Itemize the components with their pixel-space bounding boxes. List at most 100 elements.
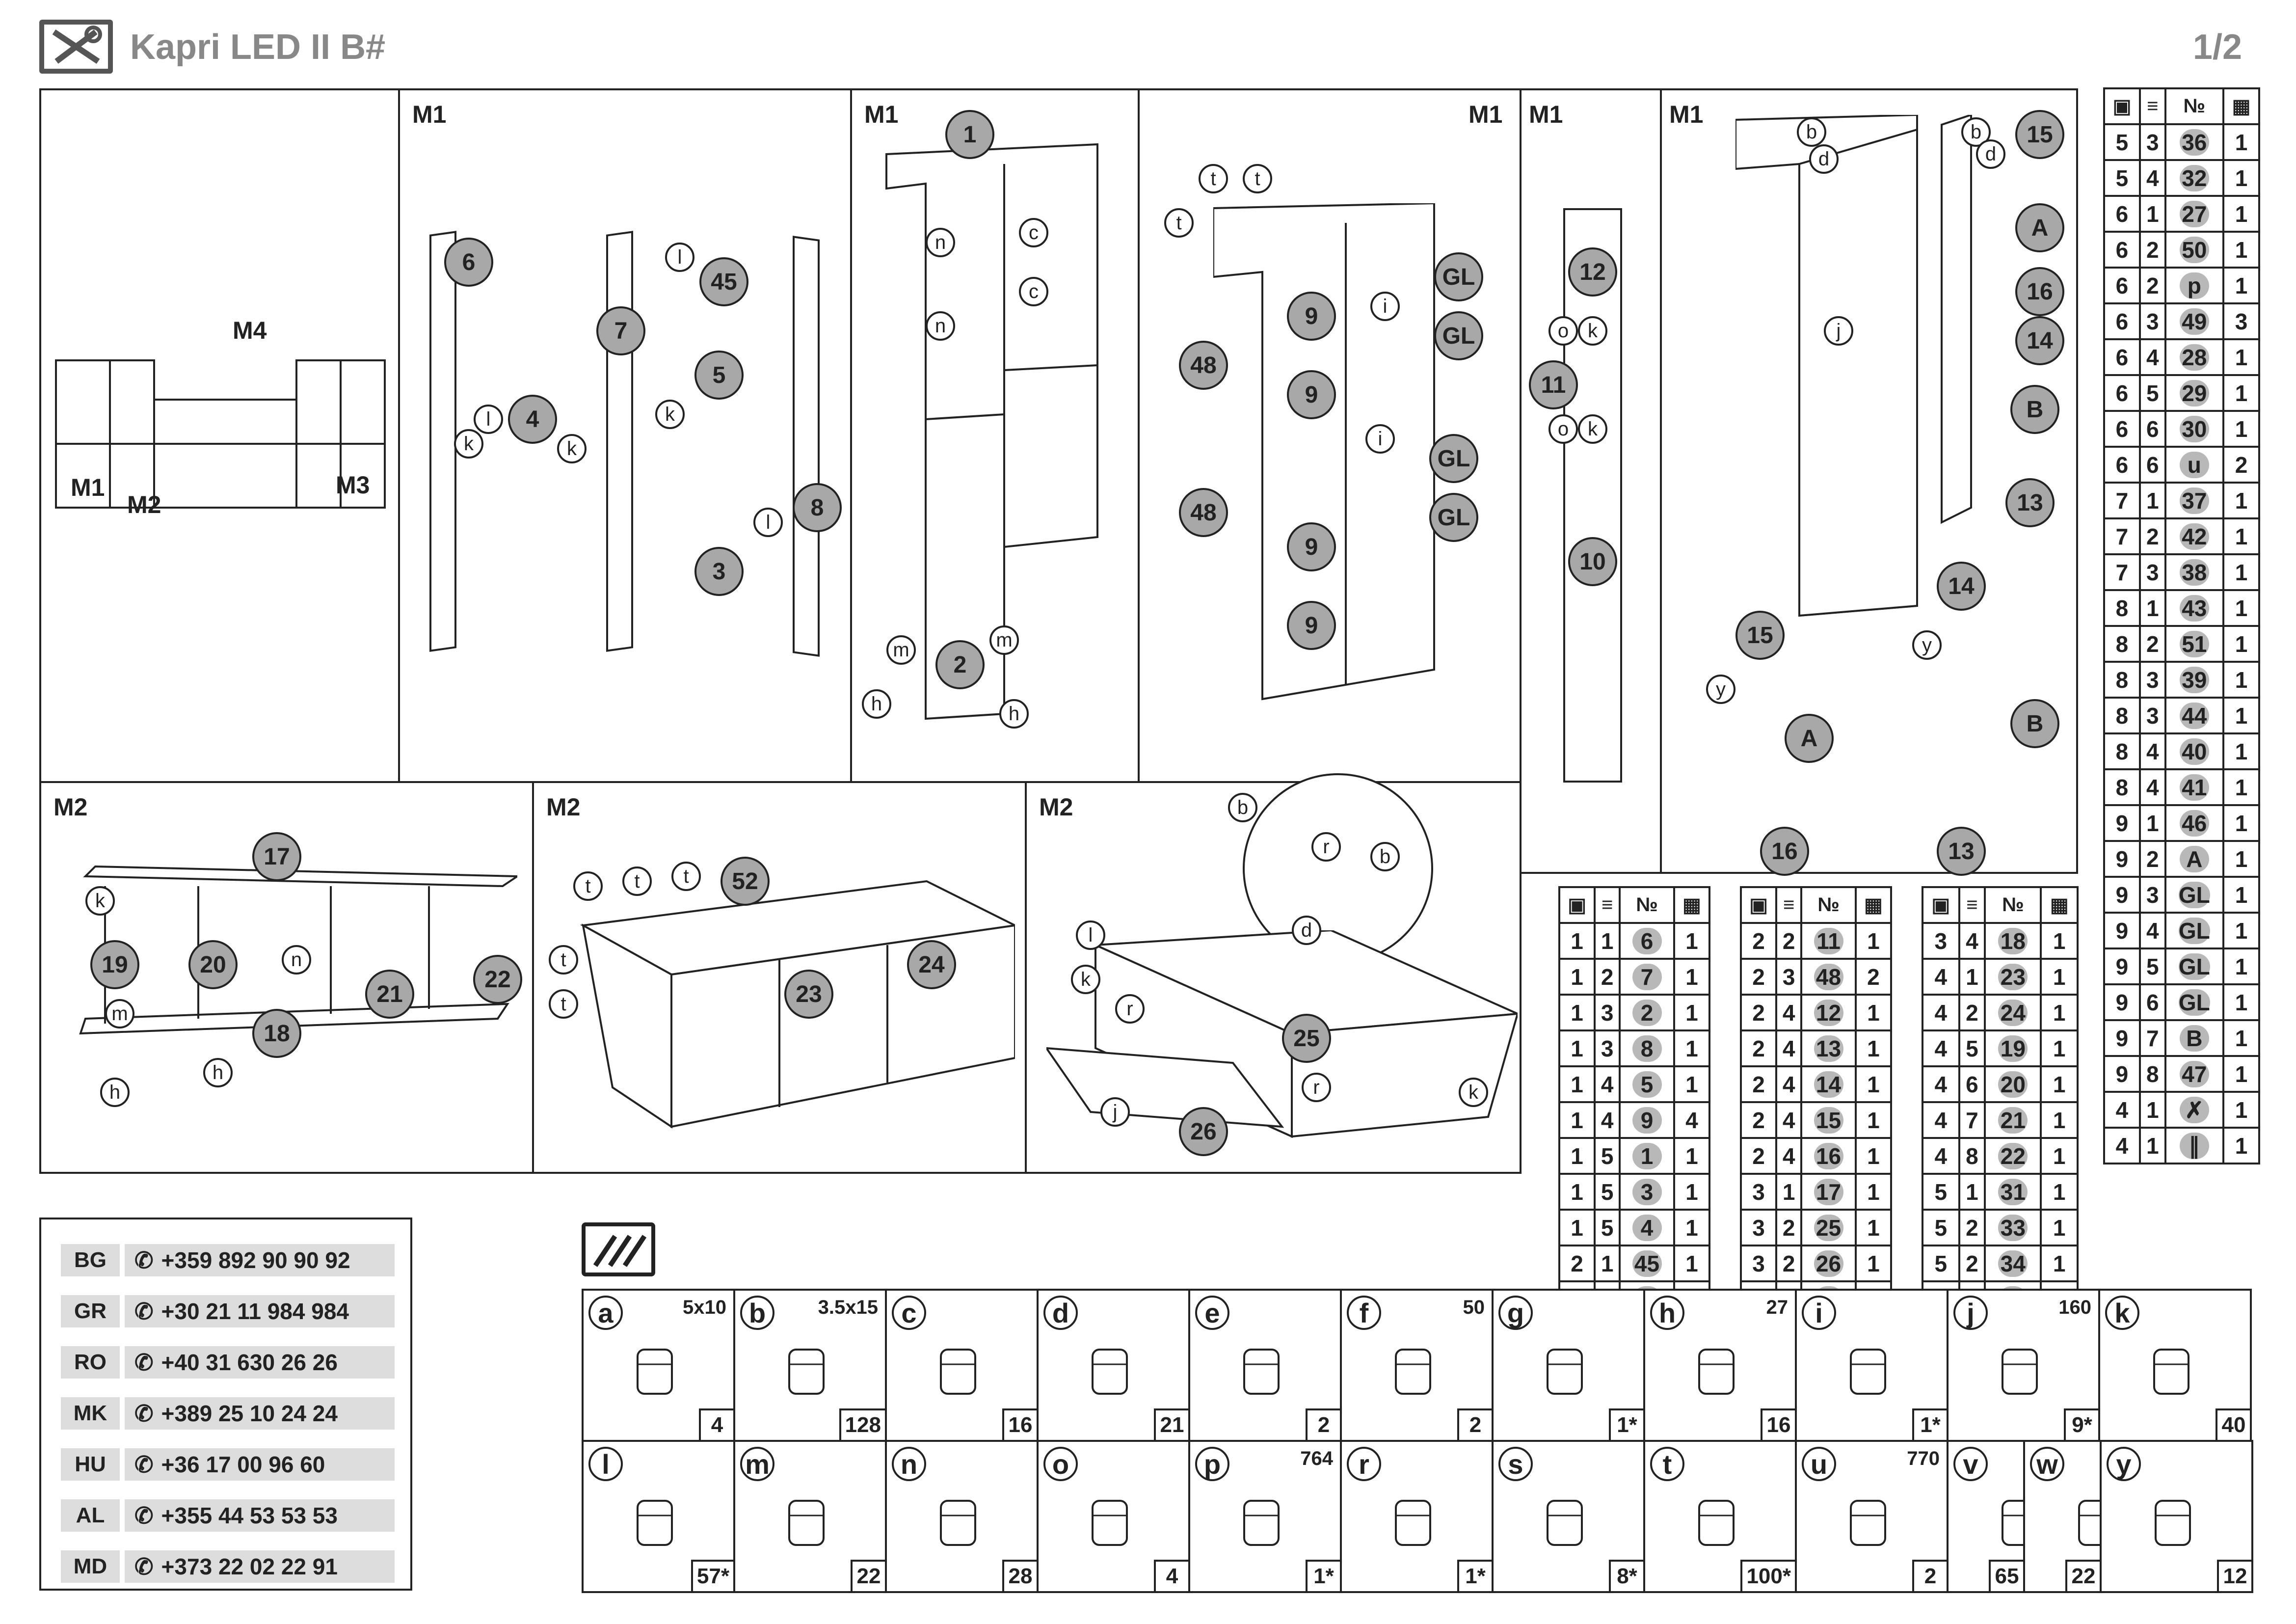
country-code: MK	[61, 1397, 120, 1430]
callout-52: 52	[721, 857, 770, 906]
layer-cell: 1	[2138, 195, 2166, 233]
qty-cell: 1	[2222, 159, 2260, 197]
layer-cell: 8	[2138, 1055, 2166, 1093]
qty-cell: 1	[2222, 732, 2260, 770]
callout-14: 14	[1937, 562, 1986, 611]
layer-icon: ≡	[1958, 886, 1986, 924]
layer-cell: 4	[1775, 994, 1803, 1031]
hardware-c-icon	[940, 1349, 976, 1395]
qty-cell: 1	[2222, 195, 2260, 233]
layer-cell: 4	[1958, 922, 1986, 960]
back-panel-piece	[1563, 208, 1622, 783]
callout-23: 23	[784, 970, 833, 1019]
box-cell: 1	[1558, 1173, 1596, 1211]
box-cell: 4	[1922, 1065, 1960, 1103]
layer-cell: 2	[1775, 1209, 1803, 1246]
callout-glass: GL	[1434, 311, 1483, 360]
hardware-letter: y	[2107, 1447, 2141, 1481]
hardware-callout-c: c	[1019, 277, 1048, 306]
hardware-quantity: 4	[699, 1408, 733, 1440]
phone-number[interactable]: ✆+36 17 00 96 60	[125, 1448, 395, 1481]
qty-cell: 1	[2222, 912, 2260, 949]
callout-20: 20	[188, 940, 238, 989]
phone-number[interactable]: ✆+359 892 90 90 92	[125, 1244, 395, 1276]
phone-icon: ✆	[134, 1452, 154, 1477]
box-cell: 1	[1558, 994, 1596, 1031]
layer-cell: 6	[2138, 446, 2166, 484]
hardware-callout-t: t	[622, 866, 652, 896]
qty-cell: 1	[2222, 840, 2260, 878]
layer-cell: 1	[2138, 482, 2166, 519]
box-cell: 1	[1558, 922, 1596, 960]
hardware-letter: f	[1347, 1296, 1381, 1330]
layer-cell: 5	[2138, 947, 2166, 985]
part-number: GL	[2178, 917, 2210, 944]
hardware-letter: r	[1347, 1447, 1381, 1481]
layer-cell: 1	[2138, 1091, 2166, 1129]
part-number: 4	[1632, 1214, 1662, 1241]
layer-cell: 5	[1594, 1209, 1621, 1246]
layer-cell: 2	[1775, 922, 1803, 960]
hardware-callout-c: c	[1019, 218, 1048, 247]
part-number: 42	[2179, 523, 2209, 550]
phone-number[interactable]: ✆+355 44 53 53 53	[125, 1499, 395, 1532]
hardware-letter: i	[1802, 1296, 1836, 1330]
part-number: 46	[2179, 810, 2209, 837]
box-cell: 6	[2103, 374, 2141, 412]
phone-number[interactable]: ✆+40 31 630 26 26	[125, 1346, 395, 1379]
hardware-letter: a	[588, 1296, 623, 1330]
callout-9: 9	[1287, 522, 1336, 571]
box-icon: ▣	[1739, 886, 1778, 924]
hardware-quantity: 22	[2065, 1560, 2100, 1591]
part-number: 13	[1814, 1035, 1843, 1062]
hardware-callout-k: k	[1071, 965, 1100, 994]
qty-cell: 1	[2040, 1137, 2079, 1175]
hardware-callout-k: k	[1578, 316, 1607, 346]
tools-icon: ✗	[2179, 1096, 2209, 1123]
callout-B: B	[2010, 699, 2059, 748]
hardware-letter: k	[2105, 1296, 2139, 1330]
part-number: u	[2179, 451, 2209, 478]
box-cell: 6	[2103, 231, 2141, 269]
box-cell: 1	[1558, 1101, 1596, 1139]
phone-icon: ✆	[134, 1503, 154, 1528]
layer-cell: 1	[1775, 1173, 1803, 1211]
phone-row: RO✆+40 31 630 26 26	[61, 1346, 395, 1379]
qty-cell: 1	[2222, 983, 2260, 1021]
assembly-tools-icon	[39, 20, 113, 74]
layer-cell: 4	[1775, 1029, 1803, 1067]
phone-number[interactable]: ✆+30 21 11 984 984	[125, 1295, 395, 1327]
part-number: 28	[2179, 344, 2209, 371]
box-cell: 6	[2103, 446, 2141, 484]
hardware-s-icon	[1547, 1500, 1583, 1546]
hardware-h-icon	[1698, 1349, 1735, 1395]
layer-cell: 4	[2138, 768, 2166, 806]
hardware-letter: d	[1043, 1296, 1078, 1330]
box-cell: 4	[1922, 958, 1960, 996]
box-cell: 1	[1558, 958, 1596, 996]
hardware-callout-b: b	[1228, 793, 1257, 822]
qty-cell: 2	[2222, 446, 2260, 484]
hardware-size: 5x10	[683, 1297, 726, 1318]
hardware-callout-l: l	[474, 405, 503, 434]
qty-cell: 1	[2222, 267, 2260, 304]
hardware-quantity: 2	[1912, 1560, 1947, 1591]
callout-10: 10	[1568, 537, 1617, 586]
part-number: 24	[1998, 999, 2028, 1026]
hardware-callout-t: t	[549, 989, 578, 1019]
part-number: 34	[1998, 1250, 2028, 1277]
phone-number[interactable]: ✆+373 22 02 22 91	[125, 1550, 395, 1583]
phone-number[interactable]: ✆+389 25 10 24 24	[125, 1397, 395, 1430]
